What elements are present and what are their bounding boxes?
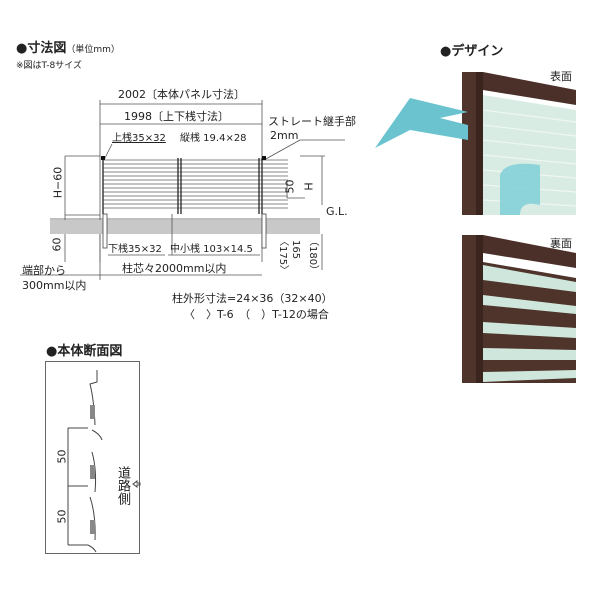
panel-width-label: 2002〔本体パネル寸法〕 — [118, 88, 245, 101]
cross-section-title: ●本体断面図 — [46, 344, 123, 359]
straight-joint-label: ストレート継手部 — [268, 115, 356, 128]
pitch-bottom-label: 50 — [55, 509, 69, 524]
post-spacing-label: 柱芯々2000mm以内 — [122, 262, 227, 275]
unit-note: （単位mm） — [66, 45, 120, 55]
road-side-label: 道路側 — [115, 466, 130, 505]
from-end-label: 端部から — [22, 264, 66, 277]
dimensions-title-text: ●寸法図 — [16, 41, 67, 56]
post-size-label: 柱外形寸法=24×36（32×40） — [172, 292, 333, 305]
ground-level-label: G.L. — [326, 205, 348, 218]
back-face-label: 裏面 — [550, 237, 572, 250]
top-rail-label: 上桟35×32 — [112, 133, 166, 144]
bottom-rail-label: 下桟35×32 — [108, 244, 162, 255]
middle-rail-label: 中小桟 103×14.5 — [170, 244, 253, 255]
joint-gap-label: 2mm — [270, 129, 299, 142]
rail-width-label: 1998〔上下桟寸法〕 — [124, 110, 229, 123]
front-face-label: 表面 — [550, 70, 572, 83]
pitch-top-label: 50 — [55, 449, 69, 464]
cross-section-frame — [45, 361, 140, 554]
depth-165-label: 165 — [290, 240, 301, 260]
design-title: ●デザイン — [440, 44, 504, 59]
depth-180-label: （180） — [307, 236, 318, 276]
size-note: ※図はT-8サイズ — [16, 61, 82, 71]
depth-175-label: 〈175〉 — [277, 236, 288, 276]
vertical-rail-label: 縦桟 19.4×28 — [180, 133, 247, 144]
dimensions-title: ●寸法図（単位mm） — [16, 37, 120, 56]
post-size-note: 〈 〉T-6 （ ）T-12の場合 — [184, 308, 329, 321]
within-300-label: 300mm以内 — [22, 279, 87, 292]
